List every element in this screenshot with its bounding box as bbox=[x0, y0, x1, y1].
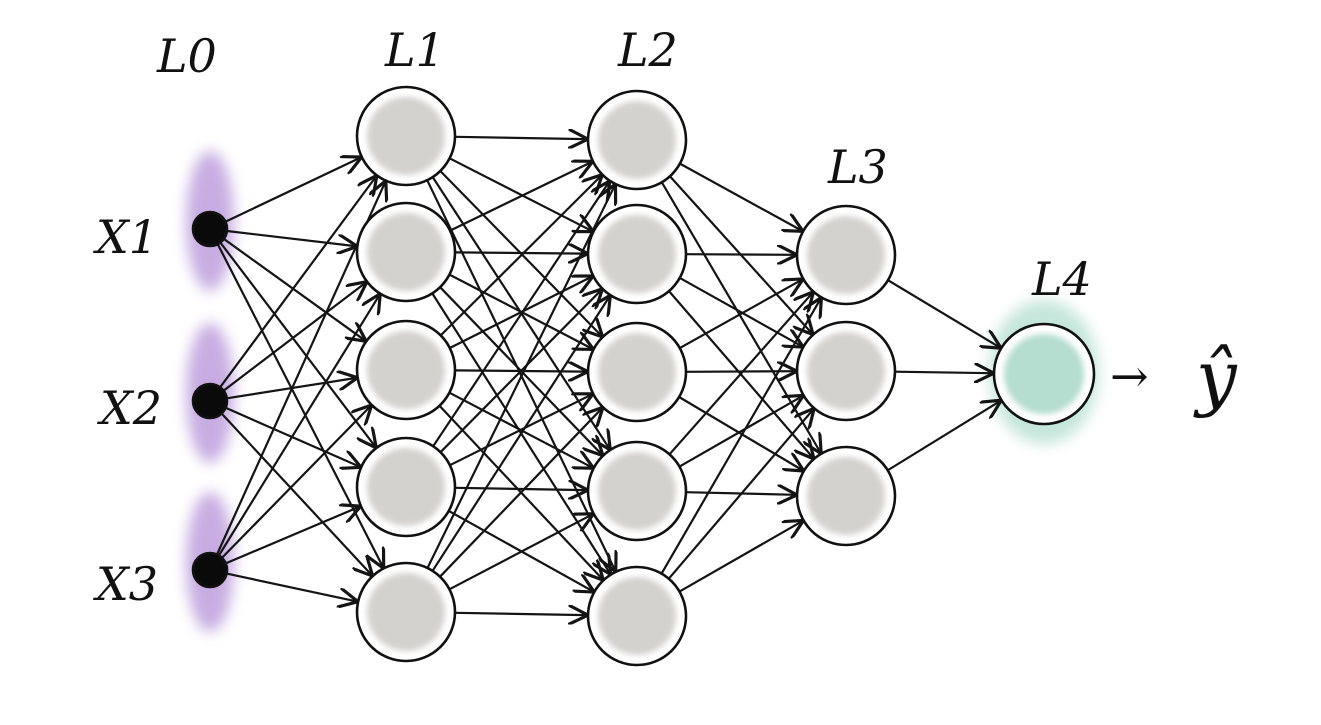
edge-l1-5-to-l2-4 bbox=[448, 515, 591, 591]
layer-label-l2: L2 bbox=[617, 23, 678, 77]
edge-l2-5-to-l3-3 bbox=[678, 521, 802, 593]
input-node-x2 bbox=[191, 382, 229, 420]
hidden-node-fill-l2-3 bbox=[598, 333, 676, 411]
hidden-node-l2-5 bbox=[586, 565, 688, 667]
edge-l0-1-to-l1-1 bbox=[224, 158, 360, 223]
hidden-node-fill-l3-3 bbox=[807, 457, 885, 535]
input-label-x1: X1 bbox=[93, 210, 158, 264]
edge-l2-1-to-l3-1 bbox=[679, 162, 801, 231]
edge-l1-2-to-l2-1 bbox=[449, 162, 591, 232]
hidden-node-fill-l2-2 bbox=[598, 215, 676, 293]
hidden-node-fill-l1-4 bbox=[367, 448, 445, 526]
hidden-node-l1-1 bbox=[355, 85, 457, 187]
edge-l1-4-to-l2-3 bbox=[449, 395, 591, 467]
input-label-x2: X2 bbox=[97, 381, 162, 435]
hidden-node-fill-l3-2 bbox=[807, 332, 885, 410]
hidden-node-l2-2 bbox=[586, 203, 688, 305]
edge-l2-4-to-l3-2 bbox=[678, 396, 802, 468]
output-arrow: → bbox=[1110, 349, 1149, 403]
hidden-node-fill-l1-2 bbox=[367, 213, 445, 291]
edge-l2-2-to-l3-2 bbox=[679, 276, 802, 346]
input-label-x3: X3 bbox=[93, 557, 158, 611]
hidden-node-fill-l2-1 bbox=[598, 101, 676, 179]
edge-l1-1-to-l2-2 bbox=[449, 157, 592, 231]
layer-label-l1: L1 bbox=[384, 23, 445, 77]
edge-l0-2-to-l1-5 bbox=[220, 412, 372, 575]
edge-l1-2-to-l2-2 bbox=[454, 252, 586, 253]
edge-l0-1-to-l1-2 bbox=[226, 229, 355, 246]
input-node-x3 bbox=[191, 551, 229, 589]
edge-l2-4-to-l3-1 bbox=[668, 293, 813, 456]
edge-l1-4-to-l2-2 bbox=[439, 290, 602, 453]
hidden-node-fill-l1-1 bbox=[367, 97, 445, 175]
edge-l0-3-to-l1-2 bbox=[217, 295, 379, 557]
edge-l2-5-to-l3-1 bbox=[660, 299, 821, 575]
hidden-node-l1-4 bbox=[355, 436, 457, 538]
hidden-node-fill-l1-3 bbox=[367, 331, 445, 409]
output-node bbox=[992, 322, 1096, 426]
hidden-node-l1-5 bbox=[355, 561, 457, 663]
edge-l2-3-to-l3-1 bbox=[679, 280, 802, 350]
layer-label-l3: L3 bbox=[827, 140, 888, 194]
edge-l1-5-to-l2-5 bbox=[454, 613, 586, 615]
edge-l1-4-to-l2-1 bbox=[432, 183, 609, 447]
edge-l0-3-to-l1-4 bbox=[225, 507, 359, 565]
edge-l0-1-to-l1-4 bbox=[219, 241, 375, 447]
hidden-node-fill-l1-5 bbox=[367, 573, 445, 651]
edge-l0-1-to-l1-3 bbox=[223, 238, 365, 340]
edge-l1-1-to-l2-1 bbox=[454, 137, 586, 139]
edge-l0-3-to-l1-5 bbox=[226, 572, 357, 602]
edge-l1-5-to-l2-3 bbox=[439, 409, 602, 578]
edge-l3-1-to-l4-1 bbox=[887, 279, 999, 347]
edge-l0-2-to-l1-1 bbox=[219, 177, 376, 388]
hidden-node-l3-1 bbox=[795, 204, 897, 306]
hidden-node-fill-l3-1 bbox=[807, 216, 885, 294]
edge-l2-3-to-l3-3 bbox=[678, 396, 802, 470]
edge-l3-3-to-l4-1 bbox=[887, 401, 1000, 472]
hidden-node-l2-3 bbox=[586, 321, 688, 423]
edge-l3-2-to-l4-1 bbox=[894, 372, 992, 374]
edge-l1-3-to-l2-2 bbox=[449, 277, 592, 349]
output-node-fill-l4-1 bbox=[1004, 334, 1084, 414]
hidden-node-l2-4 bbox=[586, 440, 688, 542]
hidden-node-l3-3 bbox=[795, 445, 897, 547]
edge-l0-3-to-l1-3 bbox=[221, 406, 370, 559]
edge-l1-5-to-l2-1 bbox=[426, 186, 615, 569]
edge-l0-2-to-l1-2 bbox=[222, 283, 366, 392]
edge-l2-5-to-l3-2 bbox=[667, 410, 813, 580]
edge-l2-3-to-l3-2 bbox=[685, 371, 795, 372]
edge-l1-5-to-l2-2 bbox=[431, 297, 610, 572]
hidden-node-l1-2 bbox=[355, 201, 457, 303]
neuron-nodes bbox=[191, 85, 1096, 667]
input-node-x1 bbox=[191, 210, 229, 248]
layer-label-l0: L0 bbox=[156, 29, 217, 83]
hidden-node-l1-3 bbox=[355, 319, 457, 421]
hidden-node-fill-l2-5 bbox=[598, 577, 676, 655]
hidden-node-l2-1 bbox=[586, 89, 688, 191]
edge-l1-3-to-l2-1 bbox=[439, 176, 601, 337]
hidden-node-l3-2 bbox=[795, 320, 897, 422]
edge-l2-2-to-l3-1 bbox=[685, 254, 795, 255]
edge-l1-4-to-l2-4 bbox=[454, 488, 586, 490]
hidden-node-fill-l2-4 bbox=[598, 452, 676, 530]
layer-label-l4: L4 bbox=[1031, 252, 1092, 306]
output-label-yhat: ŷ bbox=[1193, 335, 1238, 419]
